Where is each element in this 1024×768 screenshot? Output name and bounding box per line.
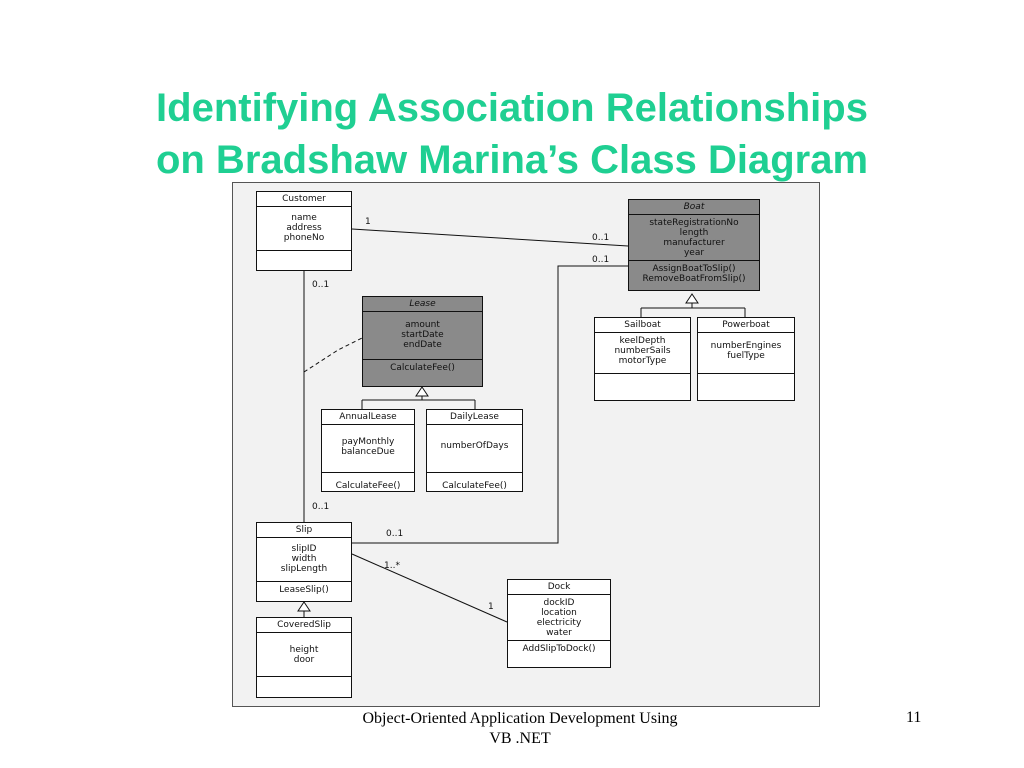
class-attributes: numberEngines fuelType (698, 333, 794, 374)
class-slip: Slip slipID width slipLength LeaseSlip() (256, 522, 352, 602)
slide-title-line-2: on Bradshaw Marina’s Class Diagram (155, 138, 869, 182)
multiplicity-slip-dock-dock: 1 (488, 602, 494, 612)
attribute: width (291, 554, 317, 564)
class-covered-slip: CoveredSlip height door (256, 617, 352, 698)
class-attributes: keelDepth numberSails motorType (595, 333, 690, 374)
generalization-lease-arrowhead (415, 386, 429, 397)
class-name: Customer (257, 192, 351, 207)
attribute: endDate (403, 340, 442, 350)
class-name: Dock (508, 580, 610, 595)
attribute: location (541, 608, 577, 618)
page-number: 11 (906, 709, 922, 726)
attribute: name (291, 213, 317, 223)
multiplicity-customer-boat-boat: 0..1 (592, 233, 610, 243)
association-class-link-lease (303, 337, 363, 373)
class-attributes: dockID location electricity water (508, 595, 610, 641)
class-name: Lease (363, 297, 482, 312)
class-attributes: numberOfDays (427, 425, 522, 473)
attribute: length (679, 228, 709, 238)
class-attributes: name address phoneNo (257, 207, 351, 251)
class-operations: AssignBoatToSlip() RemoveBoatFromSlip() (629, 261, 759, 287)
class-sailboat: Sailboat keelDepth numberSails motorType (594, 317, 691, 401)
attribute: motorType (618, 356, 667, 366)
attribute: year (683, 248, 705, 258)
attribute: startDate (401, 330, 444, 340)
operation: CalculateFee() (442, 481, 507, 491)
class-lease: Lease amount startDate endDate Calculate… (362, 296, 483, 387)
attribute: payMonthly (341, 437, 395, 447)
attribute: manufacturer (663, 238, 725, 248)
multiplicity-slip-dock-slip: 1..* (384, 561, 400, 571)
multiplicity-boat-slip-boat: 0..1 (592, 255, 610, 265)
class-name: CoveredSlip (257, 618, 351, 633)
multiplicity-customer-slip-slip: 0..1 (312, 502, 330, 512)
class-dock: Dock dockID location electricity water A… (507, 579, 611, 668)
class-boat: Boat stateRegistrationNo length manufact… (628, 199, 760, 291)
attribute: amount (405, 320, 440, 330)
class-customer: Customer name address phoneNo (256, 191, 352, 271)
attribute: water (546, 628, 572, 638)
attribute: electricity (536, 618, 582, 628)
class-operations: AddSlipToDock() (508, 641, 610, 657)
class-attributes: height door (257, 633, 351, 677)
association-slip-dock (351, 553, 508, 623)
operation: LeaseSlip() (279, 585, 329, 595)
class-name: Boat (629, 200, 759, 215)
operation: CalculateFee() (335, 481, 401, 491)
class-operations: CalculateFee() (363, 360, 482, 376)
attribute: dockID (543, 598, 575, 608)
generalization-slip-arrowhead (297, 601, 311, 612)
attribute: address (286, 223, 322, 233)
footer-line-2: VB .NET (489, 730, 551, 747)
multiplicity-customer-boat-customer: 1 (365, 217, 371, 227)
class-attributes: amount startDate endDate (363, 312, 482, 360)
slide-footer: Object-Oriented Application Development … (300, 709, 740, 749)
operation: AssignBoatToSlip() (652, 264, 736, 274)
attribute: fuelType (727, 351, 765, 361)
class-name: AnnualLease (322, 410, 414, 425)
class-name: DailyLease (427, 410, 522, 425)
class-name: Slip (257, 523, 351, 538)
attribute: door (293, 655, 315, 665)
class-powerboat: Powerboat numberEngines fuelType (697, 317, 795, 401)
class-operations: CalculateFee() (322, 473, 414, 494)
attribute: numberSails (614, 346, 671, 356)
footer-line-1: Object-Oriented Application Development … (362, 710, 678, 727)
attribute: numberOfDays (440, 441, 509, 451)
attribute: slipLength (280, 564, 328, 574)
slide-title-line-1: Identifying Association Relationships (156, 86, 868, 130)
class-attributes: slipID width slipLength (257, 538, 351, 582)
association-customer-boat (351, 228, 629, 247)
slide-title: Identifying Association Relationships on… (0, 82, 1024, 186)
generalization-boat-arrowhead (685, 293, 699, 304)
operation: CalculateFee() (390, 363, 455, 373)
attribute: numberEngines (710, 341, 782, 351)
multiplicity-customer-slip-customer: 0..1 (312, 280, 330, 290)
class-name: Sailboat (595, 318, 690, 333)
class-attributes: stateRegistrationNo length manufacturer … (629, 215, 759, 261)
class-name: Powerboat (698, 318, 794, 333)
class-annual-lease: AnnualLease payMonthly balanceDue Calcul… (321, 409, 415, 492)
multiplicity-slip-boat-slip: 0..1 (386, 529, 404, 539)
attribute: keelDepth (619, 336, 666, 346)
class-daily-lease: DailyLease numberOfDays CalculateFee() (426, 409, 523, 492)
operation: RemoveBoatFromSlip() (642, 274, 746, 284)
attribute: height (289, 645, 319, 655)
attribute: slipID (291, 544, 317, 554)
attribute: balanceDue (341, 447, 395, 457)
operation: AddSlipToDock() (522, 644, 596, 654)
attribute: stateRegistrationNo (649, 218, 739, 228)
attribute: phoneNo (283, 233, 325, 243)
class-attributes: payMonthly balanceDue (322, 425, 414, 473)
class-operations: CalculateFee() (427, 473, 522, 494)
association-boat-slip (352, 265, 628, 544)
class-operations: LeaseSlip() (257, 582, 351, 598)
